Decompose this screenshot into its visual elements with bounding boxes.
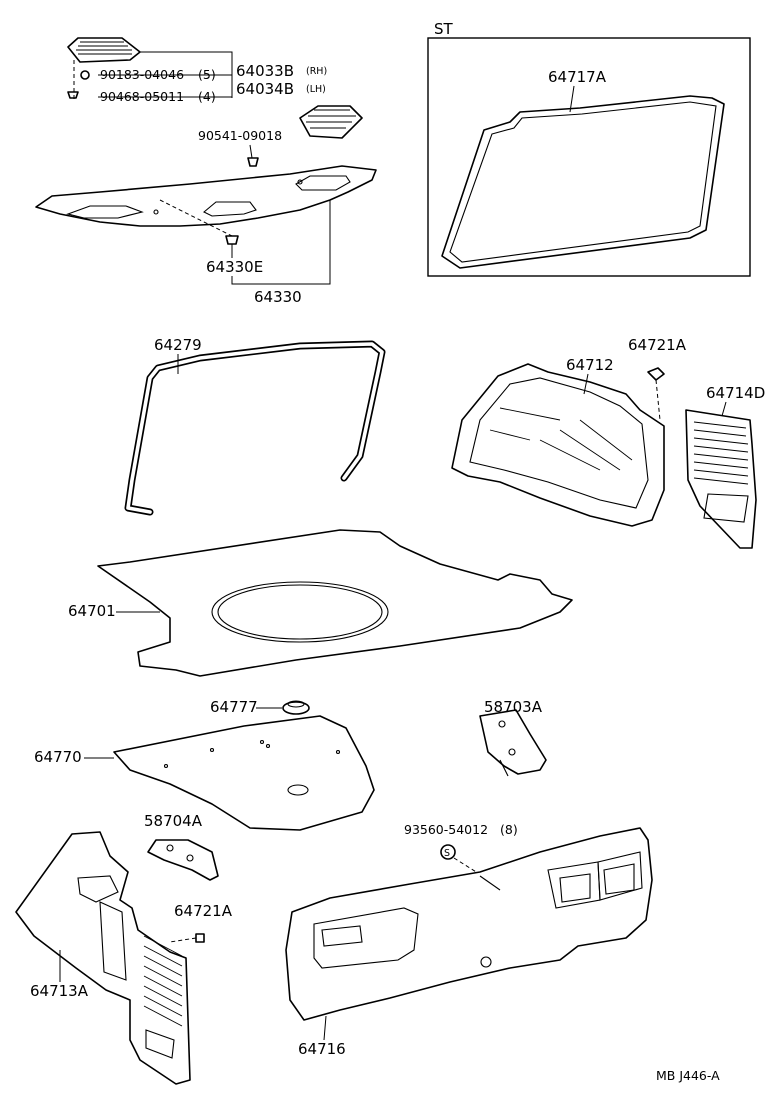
footer-code: MB J446-A: [656, 1068, 720, 1083]
label-90541-09018: 90541-09018: [198, 128, 282, 143]
label-64033b-side: (RH): [306, 66, 327, 77]
label-64701: 64701: [68, 602, 116, 620]
label-64034b-side: (LH): [306, 84, 326, 95]
label-64721a-bottom: 64721A: [174, 902, 233, 920]
label-64330e: 64330E: [206, 258, 263, 276]
side-trim-64712: [451, 363, 665, 527]
label-90183-qty: (5): [198, 67, 216, 82]
clip-93560: S: [440, 844, 493, 883]
label-64712: 64712: [566, 356, 614, 374]
bracket-58704a: [147, 839, 219, 881]
label-64713a: 64713A: [30, 982, 89, 1000]
weatherstrip-64279: [124, 340, 386, 516]
label-58704a: 58704A: [144, 812, 203, 830]
label-64330: 64330: [254, 288, 302, 306]
label-64716: 64716: [298, 1040, 346, 1058]
back-panel-64716: [285, 827, 653, 1021]
label-90468-05011: 90468-05011: [100, 89, 184, 104]
speaker-grille-group: [67, 37, 363, 139]
label-90468-qty: (4): [198, 89, 216, 104]
package-tray-64330: [35, 165, 377, 245]
svg-text:S: S: [444, 848, 450, 859]
bracket-58703a: [479, 709, 547, 777]
st-variant-box: ST 64717A: [427, 20, 751, 277]
label-64714d: 64714D: [706, 384, 765, 402]
label-64279: 64279: [154, 336, 202, 354]
label-90183-04046: 90183-04046: [100, 67, 184, 82]
grommet-64777: [282, 700, 310, 715]
label-64770: 64770: [34, 748, 82, 766]
label-93560-qty: (8): [500, 822, 518, 837]
floor-board-64770: [113, 715, 375, 831]
label-64033b: 64033B: [236, 62, 294, 80]
label-64777: 64777: [210, 698, 258, 716]
label-64717a: 64717A: [548, 68, 607, 86]
label-58703a: 58703A: [484, 698, 543, 716]
side-panel-64713a: [15, 831, 191, 1085]
trunk-mat-64701: [97, 529, 573, 677]
label-93560-54012: 93560-54012: [404, 822, 488, 837]
panel-64714d: [685, 409, 757, 549]
label-64034b: 64034B: [236, 80, 294, 98]
label-64721a-top: 64721A: [628, 336, 687, 354]
st-box-label: ST: [434, 20, 454, 38]
